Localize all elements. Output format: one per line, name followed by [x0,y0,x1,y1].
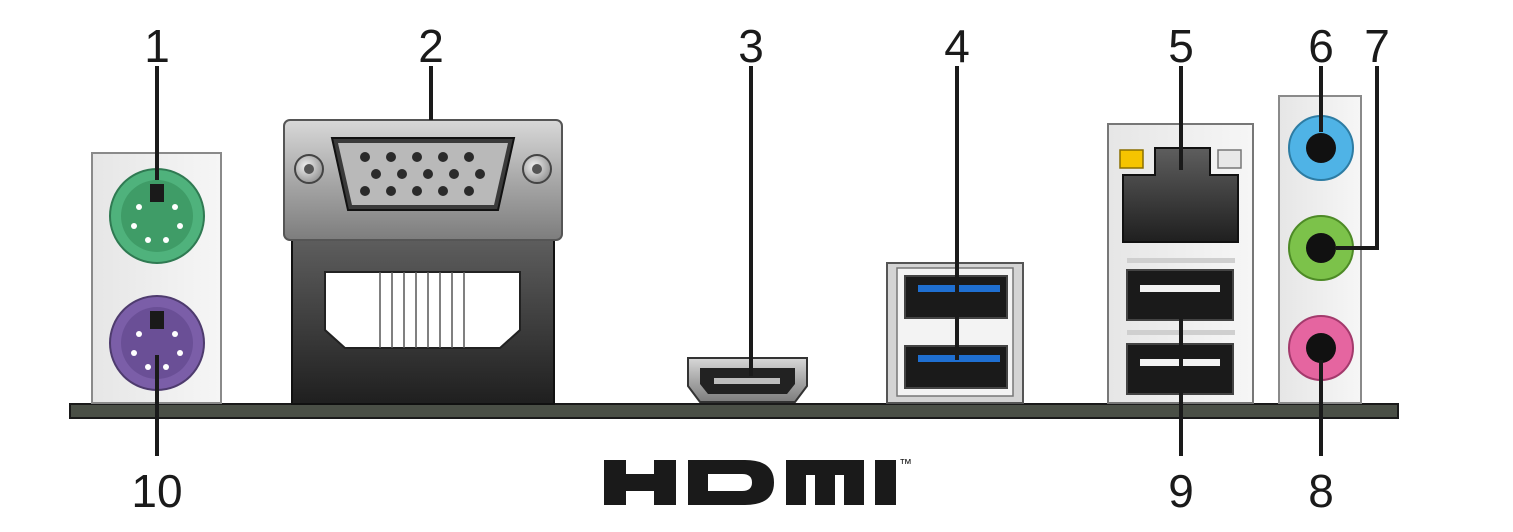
callout-8: 8 [1308,465,1334,517]
callout-7: 7 [1364,20,1390,72]
callout-1: 1 [144,20,170,72]
ps2-mouse-port [109,168,205,264]
callout-leaders [155,66,1379,456]
board-edge [69,403,1399,419]
callout-5: 5 [1168,20,1194,72]
hdmi-trademark: ™ [899,456,912,471]
ps2-port-stack [91,152,222,404]
callout-4: 4 [944,20,970,72]
callout-3: 3 [738,20,764,72]
leader-7 [1336,66,1379,250]
ps2-keyboard-port [109,295,205,391]
audio-line-out-jack [1288,215,1354,281]
callout-9: 9 [1168,465,1194,517]
lan-port [1119,147,1242,243]
hdmi-logo [604,460,896,505]
audio-mic-jack [1288,315,1354,381]
callout-2: 2 [418,20,444,72]
hdmi-port [687,357,808,403]
vga-port [283,119,563,405]
callout-numbers: 1 2 3 4 5 6 7 8 9 10 [131,20,1389,517]
callout-6: 6 [1308,20,1334,72]
callout-10: 10 [131,465,182,517]
audio-line-in-jack [1288,115,1354,181]
